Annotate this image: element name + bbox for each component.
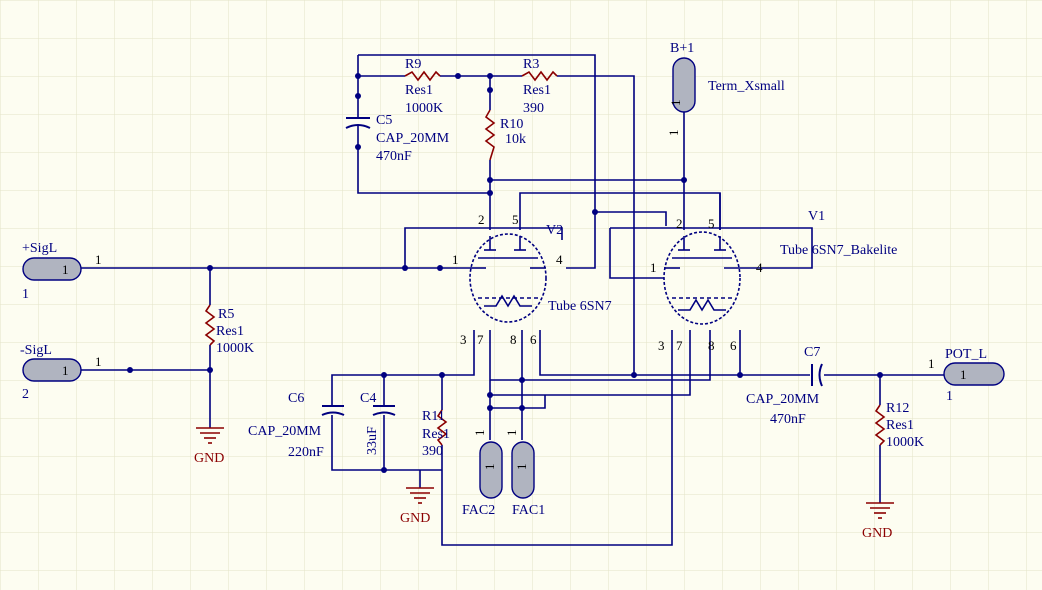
resistor-r9[interactable]: R9 Res1 1000K bbox=[404, 57, 443, 116]
port-pot-name: POT_L bbox=[945, 347, 987, 362]
port-sig-pos-number: 1 bbox=[22, 287, 29, 302]
port-fac1-pin: 1 bbox=[514, 464, 529, 471]
r12-type: Res1 bbox=[886, 418, 914, 433]
c7-value: 470nF bbox=[770, 412, 806, 427]
r3-ref: R3 bbox=[523, 57, 539, 72]
r5-value: 1000K bbox=[216, 341, 254, 356]
ground-label-1: GND bbox=[194, 451, 224, 466]
port-sig-neg-number: 2 bbox=[22, 387, 29, 402]
v2-pin-7: 7 bbox=[477, 332, 484, 347]
c7-type: CAP_20MM bbox=[746, 392, 820, 407]
v1-type: Tube 6SN7_Bakelite bbox=[780, 243, 897, 258]
v1-pin-8: 8 bbox=[708, 338, 715, 353]
v2-pin-2: 2 bbox=[478, 212, 485, 227]
port-pot-number: 1 bbox=[946, 389, 953, 404]
c7-ref: C7 bbox=[804, 345, 820, 360]
v2-pin-1: 1 bbox=[452, 252, 459, 267]
v1-ref: V1 bbox=[808, 209, 825, 224]
v1-pin-7: 7 bbox=[676, 338, 683, 353]
v2-pin-3: 3 bbox=[460, 332, 467, 347]
r9-type: Res1 bbox=[405, 83, 433, 98]
ground-label-2: GND bbox=[400, 511, 430, 526]
ground-r5: GND bbox=[194, 427, 224, 466]
capacitor-c7[interactable]: C7 CAP_20MM 470nF bbox=[746, 345, 823, 427]
wire-pin-b-plus: 1 bbox=[666, 130, 681, 137]
ground-cathode: GND bbox=[400, 487, 434, 526]
c5-ref: C5 bbox=[376, 113, 392, 128]
v1-pin-4: 4 bbox=[756, 260, 763, 275]
c4-ref: C4 bbox=[360, 391, 376, 406]
r10-value: 10k bbox=[505, 132, 526, 147]
port-fac1-name: FAC1 bbox=[512, 503, 545, 518]
wire-pin-sig-pos: 1 bbox=[95, 252, 102, 267]
r11-value: 390 bbox=[422, 444, 443, 459]
r9-ref: R9 bbox=[405, 57, 421, 72]
wire-pin-sig-neg: 1 bbox=[95, 354, 102, 369]
port-pot-pin: 1 bbox=[960, 367, 967, 382]
port-fac1[interactable]: 1 FAC1 1 bbox=[504, 430, 545, 519]
port-fac2-pin: 1 bbox=[482, 464, 497, 471]
v1-pin-1: 1 bbox=[650, 260, 657, 275]
v1-pin-6: 6 bbox=[730, 338, 737, 353]
port-sig-neg-pin: 1 bbox=[62, 363, 69, 378]
v1-pin-5: 5 bbox=[708, 216, 715, 231]
tube-v1[interactable]: V1 Tube 6SN7_Bakelite 2 5 1 4 3 7 8 6 bbox=[650, 209, 897, 353]
c5-value: 470nF bbox=[376, 149, 412, 164]
v1-pin-3: 3 bbox=[658, 338, 665, 353]
r10-ref: R10 bbox=[500, 117, 523, 132]
r5-ref: R5 bbox=[218, 307, 234, 322]
r11-type: Res1 bbox=[422, 427, 450, 442]
wire-pin-fac2: 1 bbox=[472, 430, 487, 437]
v2-pin-4: 4 bbox=[556, 252, 563, 267]
port-sig-pos[interactable]: 1 +SigL 1 1 bbox=[22, 241, 102, 302]
c6-type: CAP_20MM bbox=[248, 424, 322, 439]
ground-r12: GND bbox=[862, 502, 894, 541]
v2-pin-6: 6 bbox=[530, 332, 537, 347]
r12-ref: R12 bbox=[886, 401, 909, 416]
c5-type: CAP_20MM bbox=[376, 131, 450, 146]
port-sig-neg-name: -SigL bbox=[20, 343, 52, 358]
port-b-plus[interactable]: 1 B+1 Term_Xsmall 1 bbox=[666, 41, 785, 150]
wire-pin-fac1: 1 bbox=[504, 430, 519, 437]
c6-value: 220nF bbox=[288, 445, 324, 460]
r11-ref: R11 bbox=[422, 409, 445, 424]
v2-pin-8: 8 bbox=[510, 332, 517, 347]
capacitor-c5[interactable]: C5 CAP_20MM 470nF bbox=[345, 110, 450, 164]
port-fac2[interactable]: 1 FAC2 1 bbox=[462, 430, 503, 519]
c4-value: 33uF bbox=[365, 426, 380, 455]
v2-ref: V2 bbox=[546, 223, 563, 238]
junction-dots bbox=[127, 73, 883, 473]
port-sig-pos-pin: 1 bbox=[62, 262, 69, 277]
v2-pin-5: 5 bbox=[512, 212, 519, 227]
port-b-plus-type: Term_Xsmall bbox=[708, 79, 785, 94]
resistor-r12[interactable]: R12 Res1 1000K bbox=[874, 401, 924, 450]
wire-pin-pot: 1 bbox=[928, 356, 935, 371]
tube-v2[interactable]: V2 Tube 6SN7 2 5 1 4 3 7 8 6 bbox=[452, 212, 612, 347]
port-fac2-name: FAC2 bbox=[462, 503, 495, 518]
r3-value: 390 bbox=[523, 101, 544, 116]
port-b-plus-name: B+1 bbox=[670, 41, 694, 56]
capacitor-c4[interactable]: C4 33uF bbox=[360, 391, 396, 455]
capacitor-c6[interactable]: C6 CAP_20MM 220nF bbox=[248, 391, 345, 460]
resistor-r10[interactable]: R10 10k bbox=[484, 109, 526, 161]
port-sig-neg[interactable]: 1 -SigL 2 1 bbox=[20, 343, 102, 402]
r9-value: 1000K bbox=[405, 101, 443, 116]
port-sig-pos-name: +SigL bbox=[22, 241, 57, 256]
ground-label-3: GND bbox=[862, 526, 892, 541]
resistor-r11[interactable]: R11 Res1 390 bbox=[422, 409, 450, 459]
resistor-r5[interactable]: R5 Res1 1000K bbox=[204, 304, 254, 356]
port-b-plus-pin: 1 bbox=[668, 100, 683, 107]
v2-type: Tube 6SN7 bbox=[548, 299, 612, 314]
port-pot[interactable]: 1 POT_L 1 1 bbox=[928, 347, 1005, 404]
resistor-r3[interactable]: R3 Res1 390 bbox=[521, 57, 558, 116]
c6-ref: C6 bbox=[288, 391, 304, 406]
v1-pin-2: 2 bbox=[676, 216, 683, 231]
r5-type: Res1 bbox=[216, 324, 244, 339]
r3-type: Res1 bbox=[523, 83, 551, 98]
r12-value: 1000K bbox=[886, 435, 924, 450]
